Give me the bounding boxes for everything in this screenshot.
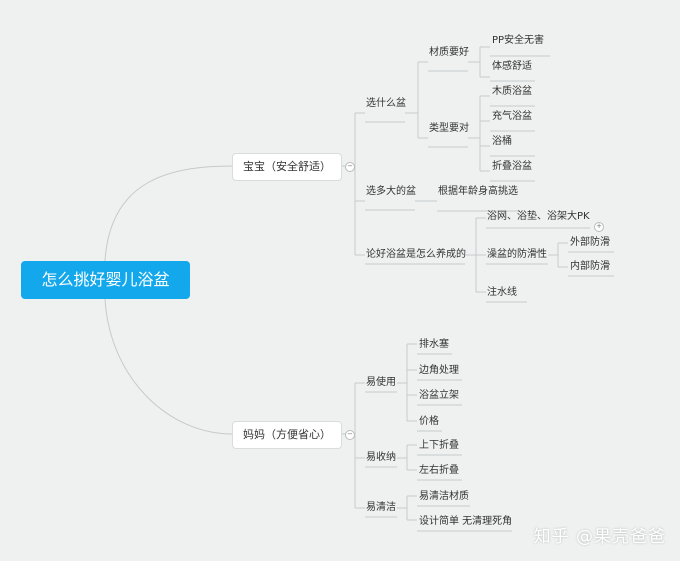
topic-slip[interactable]: 澡盆的防滑性 [487, 249, 547, 260]
topic-simple-design[interactable]: 设计简单 无清理死角 [419, 516, 513, 527]
connector-root-baby [104, 165, 233, 262]
topic-comfort[interactable]: 体感舒适 [492, 61, 532, 72]
topic-folding-tub[interactable]: 折叠浴盆 [492, 161, 532, 172]
topic-outer-slip[interactable]: 外部防滑 [570, 237, 610, 248]
topic-easy-clean[interactable]: 易清洁 [366, 502, 396, 513]
topic-by-age-height[interactable]: 根据年龄身高挑选 [438, 186, 518, 197]
topic-waterline[interactable]: 注水线 [487, 287, 517, 298]
topic-fold-horizontal[interactable]: 左右折叠 [419, 465, 459, 476]
topic-easy-use[interactable]: 易使用 [366, 377, 396, 388]
topic-edges[interactable]: 边角处理 [419, 365, 459, 376]
collapse-mom-icon[interactable]: − [345, 430, 355, 440]
root-topic[interactable]: 怎么挑好婴儿浴盆 [21, 261, 190, 299]
expand-pk-icon[interactable]: + [594, 222, 604, 232]
topic-type[interactable]: 类型要对 [429, 123, 469, 134]
topic-bucket[interactable]: 浴桶 [492, 136, 512, 147]
topic-inner-slip[interactable]: 内部防滑 [570, 261, 610, 272]
topic-inflatable-tub[interactable]: 充气浴盆 [492, 111, 532, 122]
connector-root-mom [104, 298, 233, 435]
topic-fold-vertical[interactable]: 上下折叠 [419, 440, 459, 451]
topic-price[interactable]: 价格 [419, 416, 439, 427]
topic-drain-plug[interactable]: 排水塞 [419, 339, 449, 350]
topic-pk[interactable]: 浴网、浴垫、浴架大PK [487, 211, 590, 222]
watermark: 知乎 @果壳爸爸 [533, 527, 666, 547]
topic-wood-tub[interactable]: 木质浴盆 [492, 86, 532, 97]
topic-pp-safe[interactable]: PP安全无害 [492, 35, 545, 46]
topic-size[interactable]: 选多大的盆 [366, 186, 416, 197]
topic-habits[interactable]: 论好浴盆是怎么养成的 [366, 249, 466, 260]
collapse-baby-icon[interactable]: − [345, 162, 355, 172]
topic-clean-material[interactable]: 易清洁材质 [419, 491, 469, 502]
topic-mom[interactable]: 妈妈（方便省心） [232, 421, 342, 449]
topic-baby[interactable]: 宝宝（安全舒适） [232, 153, 342, 181]
topic-easy-store[interactable]: 易收纳 [366, 452, 396, 463]
topic-material[interactable]: 材质要好 [429, 47, 469, 58]
topic-tub-stand[interactable]: 浴盆立架 [419, 390, 459, 401]
topic-choose[interactable]: 选什么盆 [366, 98, 406, 109]
